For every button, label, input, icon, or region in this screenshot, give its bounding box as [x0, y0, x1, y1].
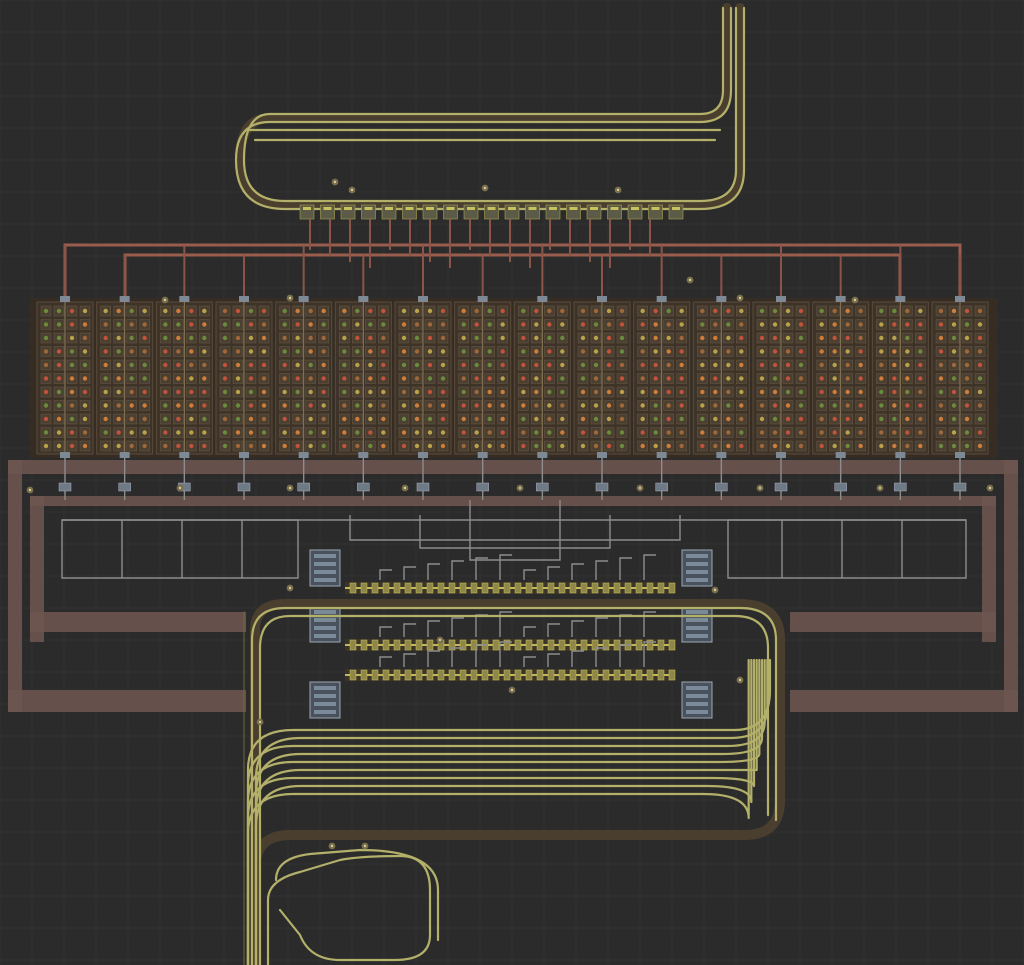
scattered-units — [26, 178, 994, 850]
pump — [655, 482, 668, 492]
assembler-column — [36, 296, 94, 458]
pump — [595, 482, 609, 492]
assembler-column — [692, 296, 750, 458]
assembler-column — [812, 296, 870, 458]
pump — [297, 482, 310, 492]
pump — [416, 482, 430, 492]
station — [309, 605, 341, 643]
unloading-lane — [345, 611, 676, 651]
assembler-column — [871, 296, 929, 458]
assembler-column — [215, 296, 273, 458]
outer-wall-frame — [8, 460, 1018, 712]
station — [309, 681, 341, 719]
assembler-block — [30, 296, 998, 458]
station — [681, 549, 713, 587]
train-stations — [309, 549, 713, 719]
unloading-lane — [345, 554, 676, 594]
assembler-column — [931, 296, 989, 458]
assembler-column — [155, 296, 213, 458]
pump — [834, 482, 847, 492]
assembler-column — [513, 296, 571, 458]
top-rail-loop — [234, 3, 746, 211]
pump — [476, 482, 489, 492]
assembler-column — [573, 296, 631, 458]
pump — [357, 482, 370, 492]
station — [309, 549, 341, 587]
pump — [58, 482, 72, 492]
unloading-lane — [345, 641, 676, 681]
top-unloading-station — [299, 204, 684, 220]
pump — [953, 482, 967, 492]
station — [681, 605, 713, 643]
assembler-column — [96, 296, 154, 458]
assembler-column — [334, 296, 392, 458]
unloading-lanes — [345, 554, 676, 681]
pump — [715, 482, 728, 492]
pump — [774, 482, 788, 492]
bottom-rail-bundle — [243, 599, 785, 965]
station — [681, 681, 713, 719]
assembler-column — [752, 296, 810, 458]
pump — [118, 482, 131, 492]
assembler-column — [454, 296, 512, 458]
circuit-wiring — [58, 458, 967, 579]
pump — [536, 482, 549, 492]
pump — [237, 482, 251, 492]
pump — [894, 482, 907, 492]
assembler-column — [394, 296, 452, 458]
assembler-column — [275, 296, 333, 458]
assembler-column — [633, 296, 691, 458]
